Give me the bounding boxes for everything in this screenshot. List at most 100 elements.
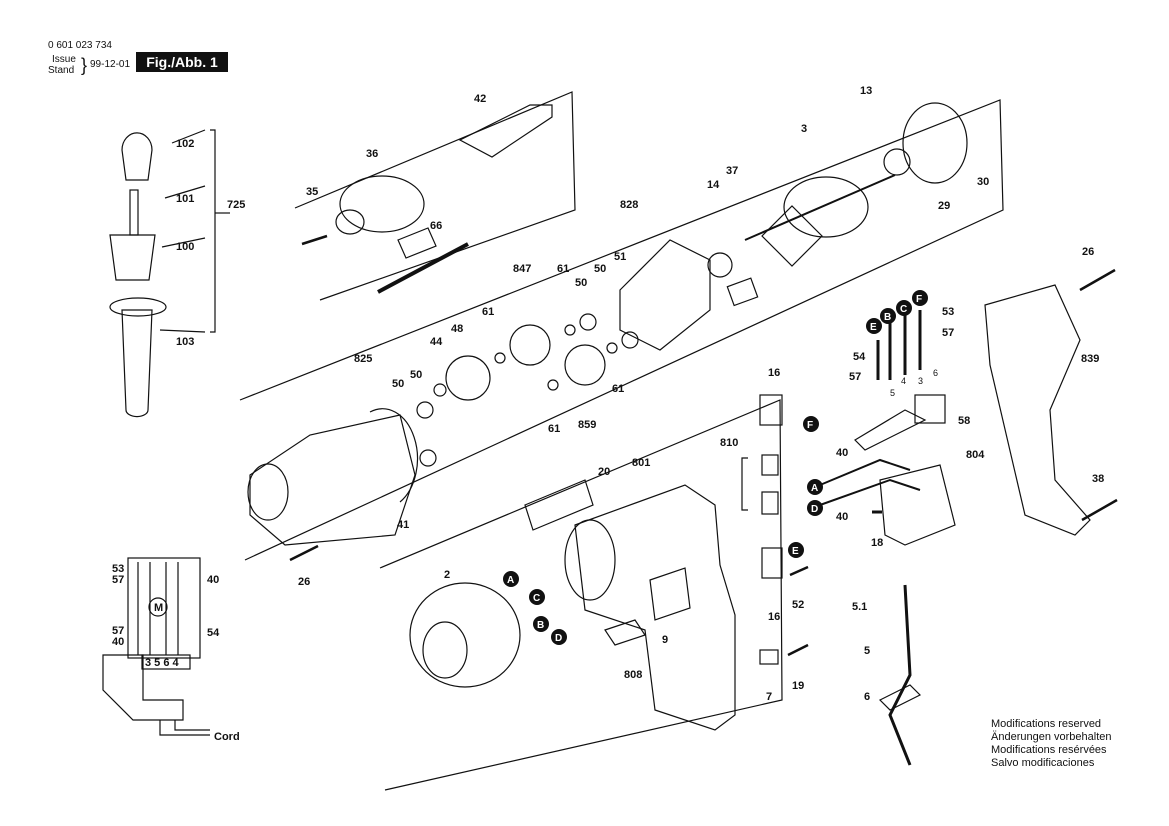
wire-letter-A-motor: A (507, 575, 514, 586)
part-number: 0 601 023 734 (48, 40, 112, 51)
chuck-nose (335, 209, 365, 235)
wire-letter-D-switch: D (811, 504, 818, 515)
gear-847 (509, 324, 551, 366)
callout-61-low: 61 (548, 423, 560, 435)
wire-letter-B-motor: B (537, 620, 544, 631)
bearing-14 (707, 252, 733, 278)
gear-48 (445, 355, 491, 401)
terminal-mark-6: 6 (933, 368, 938, 378)
callout-18: 18 (871, 537, 883, 549)
terminal-mark-5: 5 (890, 388, 895, 398)
armature-shaft (744, 174, 896, 241)
note-line-fr: Modifications resérvées (991, 744, 1107, 756)
wiring-label-40-bottom: 40 (112, 636, 124, 648)
screw-19 (787, 643, 809, 657)
callout-30: 30 (977, 176, 989, 188)
chuck-body (339, 175, 425, 233)
callout-50-upper: 50 (594, 263, 606, 275)
screw-38 (1081, 498, 1118, 522)
callout-40-upper: 40 (836, 447, 848, 459)
field-coil-inner (422, 621, 468, 679)
modifications-note: Modifications reserved Änderungen vorbeh… (991, 718, 1111, 770)
fan-baffle (726, 277, 759, 307)
housing-panel-outline (379, 399, 783, 791)
wire-letter-A-switch: A (811, 483, 818, 494)
callout-48: 48 (451, 323, 463, 335)
callout-2: 2 (444, 569, 450, 581)
callout-801: 801 (632, 457, 650, 469)
callout-847: 847 (513, 263, 531, 275)
issue-label: Issue (52, 54, 76, 65)
brush-b (761, 491, 779, 515)
power-cord (888, 584, 912, 766)
bearing-44 (433, 383, 447, 397)
callout-29: 29 (938, 200, 950, 212)
wiring-motor (148, 597, 168, 617)
wire-letter-C-motor: C (533, 593, 540, 604)
terminal-mark-4: 4 (901, 376, 906, 386)
callout-37: 37 (726, 165, 738, 177)
spindle-shaft (458, 104, 553, 158)
screw-52 (789, 565, 809, 577)
wiring-label-53: 53 (112, 563, 124, 575)
switch-804 (879, 464, 956, 546)
callout-57-lower: 57 (849, 371, 861, 383)
note-line-de: Änderungen vorbehalten (991, 731, 1112, 743)
field-coil (409, 582, 521, 688)
handle-collar (109, 297, 167, 317)
callout-804: 804 (966, 449, 985, 461)
bracket-725 (210, 129, 216, 333)
callout-50-left: 50 (392, 378, 404, 390)
wiring-label-57-bottom: 57 (112, 625, 124, 637)
callout-14: 14 (707, 179, 720, 191)
callout-44: 44 (430, 336, 443, 348)
wire-40-A (819, 458, 911, 486)
callout-61-mid: 61 (482, 306, 494, 318)
wire-letter-F-brush: F (807, 420, 813, 431)
callout-16-upper: 16 (768, 367, 780, 379)
callout-103: 103 (176, 336, 194, 348)
callout-102: 102 (176, 138, 194, 150)
callout-36: 36 (366, 148, 378, 160)
label-808 (604, 619, 646, 646)
callout-52: 52 (792, 599, 804, 611)
callout-51: 51 (614, 251, 626, 263)
gear-housing-nose (247, 463, 289, 521)
wiring-cord-label: Cord (214, 731, 240, 743)
label-9 (649, 567, 691, 621)
terminal-mark-3: 3 (918, 376, 923, 386)
washer-61d (547, 379, 559, 391)
callout-61-right: 61 (612, 383, 624, 395)
brush-cover-ring (902, 102, 968, 184)
callout-859: 859 (578, 419, 596, 431)
switch-block (914, 394, 946, 424)
wire-letter-C-spring: C (900, 304, 907, 315)
issue-date: 99-12-01 (90, 59, 131, 70)
rear-handle (984, 284, 1091, 536)
callout-725: 725 (227, 199, 245, 211)
callout-20: 20 (598, 466, 610, 478)
callout-6: 6 (864, 691, 870, 703)
wiring-switch-body (102, 654, 184, 721)
note-line-es: Salvo modificaciones (991, 757, 1095, 769)
callout-41: 41 (397, 519, 409, 531)
wire-letter-D-motor: D (555, 633, 562, 644)
gear-859 (564, 344, 606, 386)
callout-50-mid: 50 (410, 369, 422, 381)
washer-61c (606, 342, 618, 354)
chuck-screw (301, 234, 328, 246)
callout-40-lower: 40 (836, 511, 848, 523)
wiring-label-57-top: 57 (112, 574, 124, 586)
depth-rod (129, 189, 139, 236)
needle-50a (579, 313, 597, 331)
chuck-panel-outline (294, 91, 576, 301)
wire-40-D (819, 478, 921, 506)
aux-handle (121, 309, 153, 418)
wiring-label-40-top: 40 (207, 574, 219, 586)
armature-fan (761, 205, 823, 267)
callout-50-gear: 50 (575, 277, 587, 289)
callout-100: 100 (176, 241, 194, 253)
callout-19: 19 (792, 680, 804, 692)
bearing-50 (419, 449, 437, 467)
